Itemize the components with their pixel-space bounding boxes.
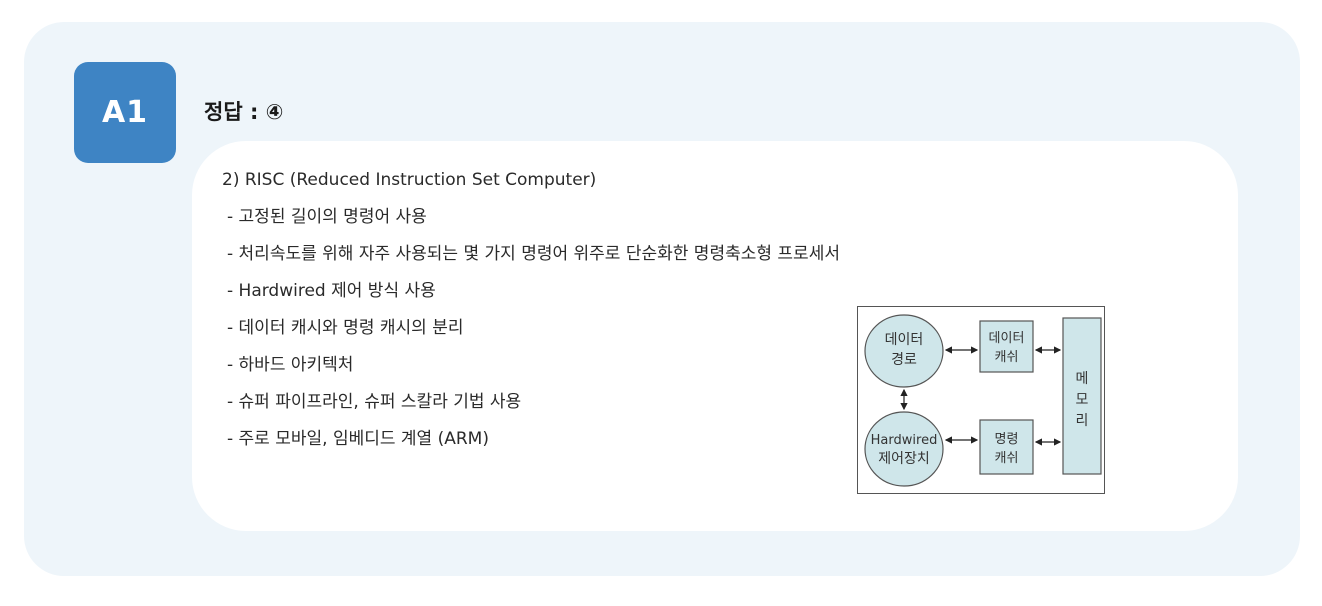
control-label-1: Hardwired bbox=[871, 433, 938, 448]
control-unit-node bbox=[864, 411, 944, 487]
list-item: - 데이터 캐시와 명령 캐시의 분리 bbox=[227, 318, 464, 338]
explanation-title: 2) RISC (Reduced Instruction Set Compute… bbox=[222, 170, 597, 190]
control-label-2: 제어장치 bbox=[878, 451, 930, 467]
instr-cache-label-2: 캐쉬 bbox=[995, 451, 1019, 466]
list-item: - 주로 모바일, 임베디드 계열 (ARM) bbox=[227, 429, 489, 449]
list-item: - 고정된 길이의 명령어 사용 bbox=[227, 207, 427, 227]
answer-badge: A1 bbox=[74, 62, 176, 163]
list-item: - Hardwired 제어 방식 사용 bbox=[227, 281, 436, 301]
data-cache-node bbox=[979, 320, 1034, 373]
instr-cache-label-1: 명령 bbox=[995, 432, 1019, 447]
instruction-cache-node bbox=[979, 419, 1034, 475]
memory-node bbox=[1062, 317, 1102, 475]
list-item: - 처리속도를 위해 자주 사용되는 몇 가지 명령어 위주로 단순화한 명령축… bbox=[227, 244, 840, 264]
answer-heading: 정답 : ④ bbox=[204, 100, 284, 124]
datapath-node bbox=[864, 314, 944, 388]
datapath-label-1: 데이터 bbox=[885, 332, 924, 348]
data-cache-label-1: 데이터 bbox=[989, 331, 1025, 346]
list-item: - 하바드 아키텍처 bbox=[227, 355, 354, 375]
memory-label-2: 모 bbox=[1076, 392, 1089, 408]
data-cache-label-2: 캐쉬 bbox=[995, 350, 1019, 365]
datapath-label-2: 경로 bbox=[891, 352, 917, 368]
memory-label-1: 메 bbox=[1076, 371, 1089, 387]
explanation-list: 2) RISC (Reduced Instruction Set Compute… bbox=[222, 166, 840, 462]
memory-label-3: 리 bbox=[1076, 413, 1089, 429]
list-item: - 슈퍼 파이프라인, 슈퍼 스칼라 기법 사용 bbox=[227, 392, 522, 412]
risc-architecture-diagram: 데이터 경로 Hardwired 제어장치 데이터 캐쉬 명령 캐쉬 메 모 리 bbox=[857, 306, 1105, 494]
